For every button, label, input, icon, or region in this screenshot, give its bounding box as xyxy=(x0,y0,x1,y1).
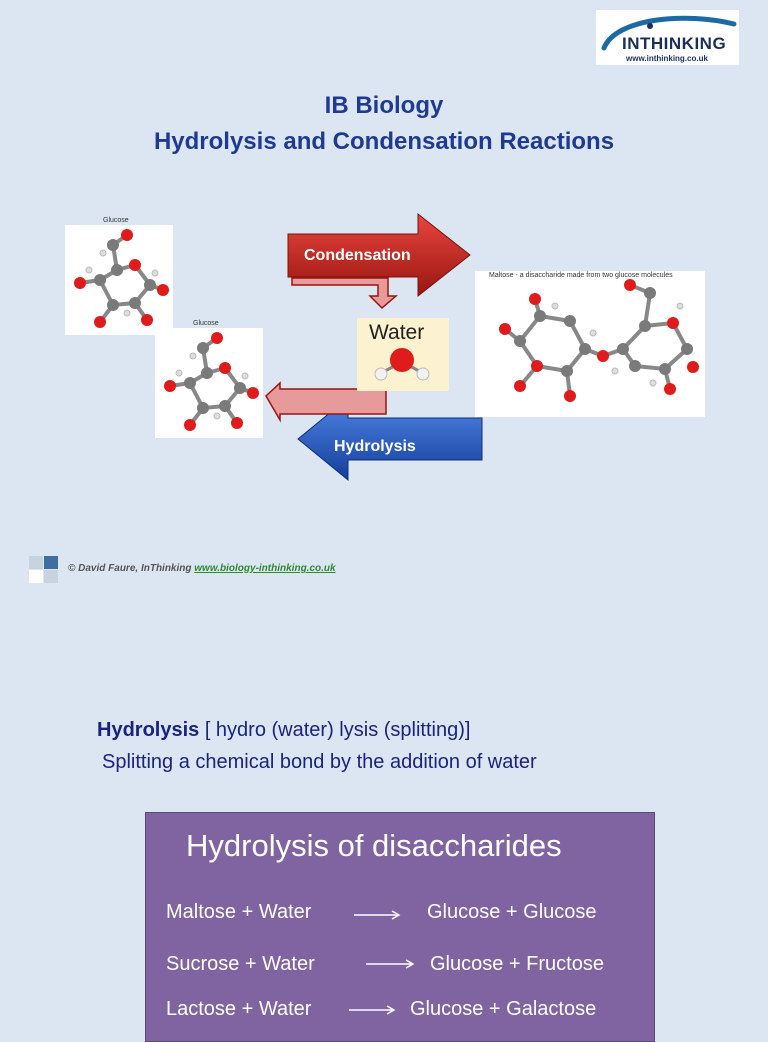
water-box: Water xyxy=(357,318,449,391)
water-label: Water xyxy=(369,321,425,344)
hydrolysis-definition-line1: Hydrolysis [ hydro (water) lysis (splitt… xyxy=(97,719,470,742)
arrow-right-icon xyxy=(349,1005,396,1015)
glucose-top-panel: Glucose xyxy=(65,217,173,335)
page-title-line1: IB Biology xyxy=(324,92,444,119)
maltose-molecule-icon xyxy=(499,279,699,402)
glucose-molecule-icon xyxy=(74,229,169,328)
logo-brand-text: INTHINKING xyxy=(622,34,727,53)
equation-maltose-left: Maltose + Water xyxy=(166,901,312,923)
reaction-arrows xyxy=(265,212,483,482)
glucose-molecule-icon xyxy=(164,332,259,431)
credit-squares-icon xyxy=(29,556,59,584)
glucose-bottom-label: Glucose xyxy=(193,320,219,327)
condensation-arrow xyxy=(287,212,471,298)
condensation-label: Condensation xyxy=(304,247,411,264)
logo-url: www.inthinking.co.uk xyxy=(626,54,708,63)
maltose-panel: Maltose - a disaccharide made from two g… xyxy=(475,271,705,417)
credit-link[interactable]: www.biology-inthinking.co.uk xyxy=(194,563,336,574)
equation-sucrose-left: Sucrose + Water xyxy=(166,953,315,975)
disaccharides-title: Hydrolysis of disaccharides xyxy=(186,828,562,863)
condensation-to-water-arrow xyxy=(291,277,399,310)
equation-lactose-right: Glucose + Galactose xyxy=(410,998,597,1020)
hydrolysis-term: Hydrolysis xyxy=(97,719,200,741)
credit-text: © David Faure, InThinking www.biology-in… xyxy=(68,563,336,574)
glucose-top-label: Glucose xyxy=(103,217,129,224)
equation-sucrose-right: Glucose + Fructose xyxy=(430,953,604,975)
disaccharides-box: Hydrolysis of disaccharides Maltose + Wa… xyxy=(145,812,655,1042)
hydrolysis-definition-line2: Splitting a chemical bond by the additio… xyxy=(102,751,537,773)
maltose-label: Maltose - a disaccharide made from two g… xyxy=(489,272,673,279)
equation-lactose-left: Lactose + Water xyxy=(166,998,312,1020)
equation-maltose-right: Glucose + Glucose xyxy=(427,901,597,923)
glucose-bottom-panel: Glucose xyxy=(155,320,263,438)
credit-author: © David Faure, InThinking xyxy=(68,563,195,574)
inthinking-logo: INTHINKING www.inthinking.co.uk xyxy=(596,10,739,65)
page-title-line2: Hydrolysis and Condensation Reactions xyxy=(153,128,615,155)
hydrolysis-etymology: [ hydro (water) lysis (splitting)] xyxy=(199,719,471,741)
water-molecule-icon xyxy=(374,348,430,381)
hydrolysis-label: Hydrolysis xyxy=(334,438,416,455)
arrow-right-icon xyxy=(366,959,415,969)
logo-swoosh-icon xyxy=(601,15,737,51)
arrow-right-icon xyxy=(354,910,401,920)
